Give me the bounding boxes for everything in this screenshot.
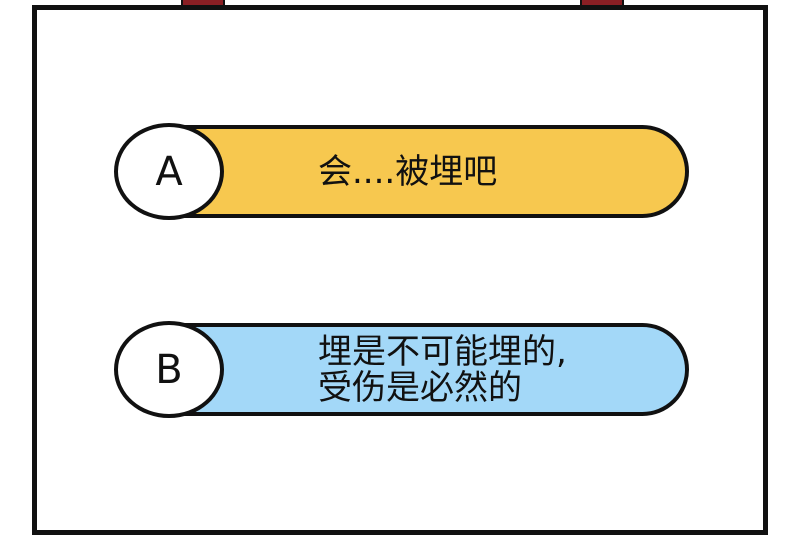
option-b-button[interactable]: B 埋是不可能埋的, 受伤是必然的 [114, 321, 691, 418]
option-b-line-1: 埋是不可能埋的, [318, 331, 567, 372]
option-a-button[interactable]: A 会....被埋吧 [114, 123, 691, 220]
comic-panel [32, 5, 768, 535]
option-b-letter-circle: B [114, 321, 224, 418]
option-b-letter: B [155, 346, 183, 393]
option-a-text: 会....被埋吧 [318, 123, 497, 220]
option-a-letter: A [155, 148, 183, 195]
option-b-line-2: 受伤是必然的 [318, 367, 522, 408]
option-a-pill [174, 125, 689, 218]
option-a-line-1: 会....被埋吧 [318, 151, 498, 192]
option-b-text: 埋是不可能埋的, 受伤是必然的 [318, 321, 567, 418]
option-a-letter-circle: A [114, 123, 224, 220]
